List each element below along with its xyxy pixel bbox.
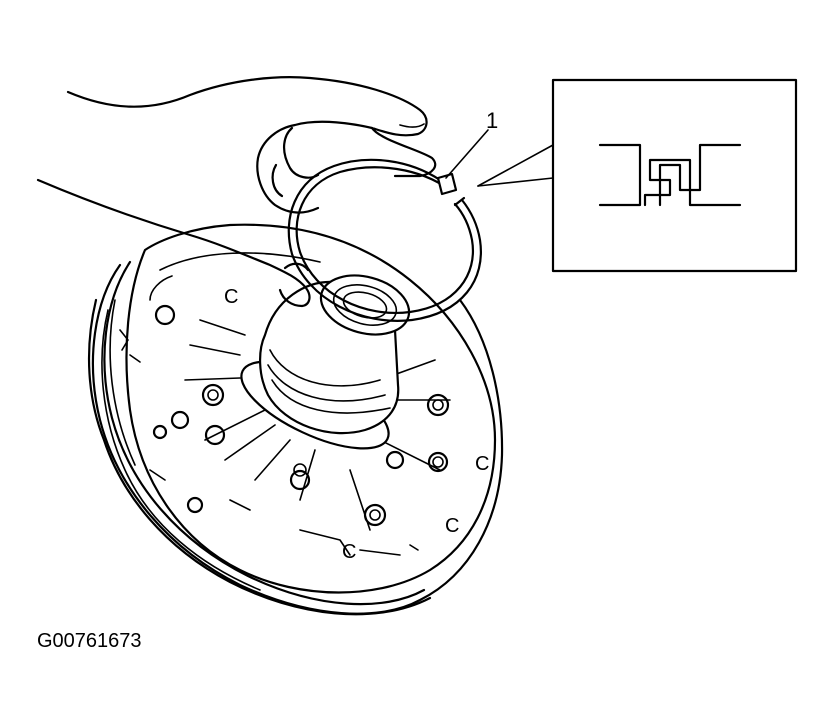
hand	[36, 76, 437, 308]
stator-shaft	[240, 274, 411, 450]
detail-inset	[477, 78, 798, 273]
callout-number: 1	[486, 108, 498, 133]
part-marking-c: C	[475, 453, 489, 475]
part-marking-c: C	[224, 286, 238, 308]
part-marking-c: C	[342, 541, 356, 563]
callout: 1	[445, 108, 498, 179]
figure-id: G00761673	[37, 630, 142, 652]
pump-body: C C C C	[87, 223, 504, 616]
seal-ring	[287, 158, 482, 322]
part-marking-c: C	[445, 515, 459, 537]
